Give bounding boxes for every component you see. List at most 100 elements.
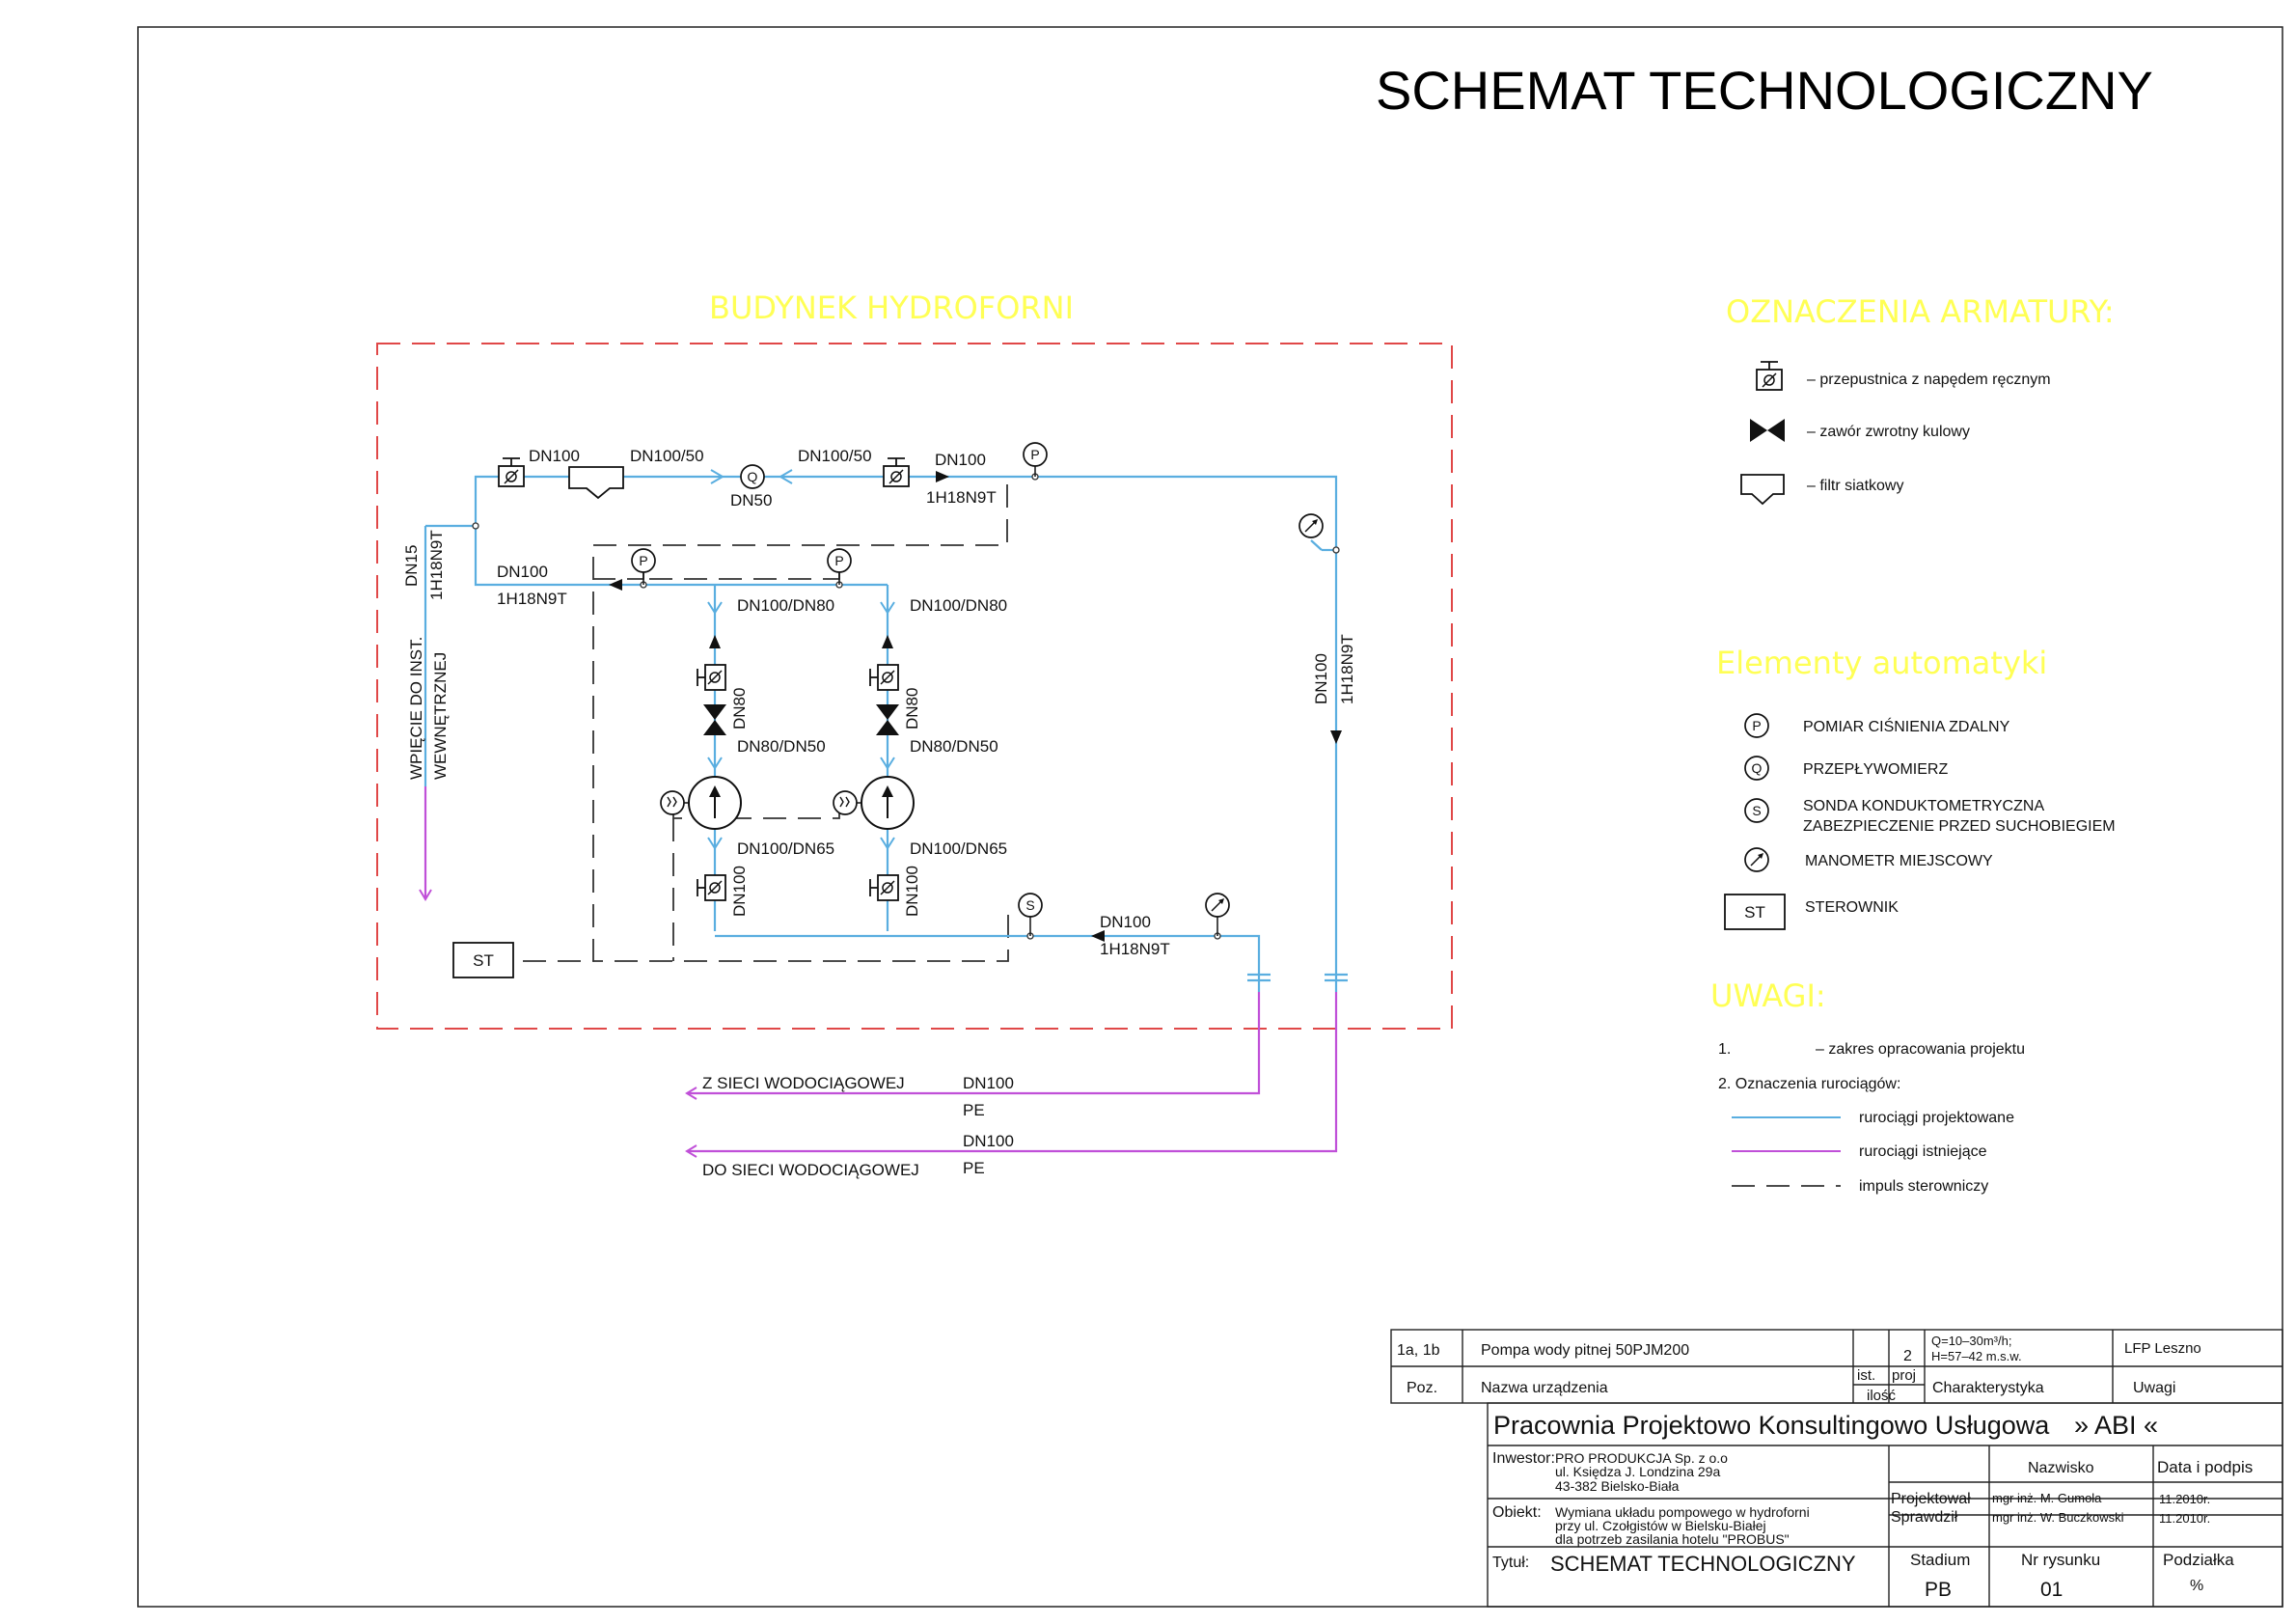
svg-text:1H18N9T: 1H18N9T xyxy=(427,530,446,600)
svg-text:PE: PE xyxy=(963,1101,985,1119)
svg-text:P: P xyxy=(639,553,647,568)
equipment-table-text: 1a, 1b Pompa wody pitnej 50PJM200 2 Q=10… xyxy=(1397,1334,2201,1404)
pump-icon xyxy=(688,776,742,830)
svg-text:01: 01 xyxy=(2040,1579,2063,1601)
gate-valve-icon xyxy=(1756,361,1783,391)
svg-text:Nazwa urządzenia: Nazwa urządzenia xyxy=(1481,1380,1608,1396)
svg-text:2. Oznaczenia rurociągów:: 2. Oznaczenia rurociągów: xyxy=(1718,1076,1900,1092)
svg-text:43-382 Bielsko-Biała: 43-382 Bielsko-Biała xyxy=(1555,1478,1680,1494)
svg-text:PRZEPŁYWOMIERZ: PRZEPŁYWOMIERZ xyxy=(1803,761,1948,778)
svg-text:11.2010r.: 11.2010r. xyxy=(2159,1492,2210,1506)
svg-text:Q: Q xyxy=(1752,760,1763,776)
svg-text:DN100: DN100 xyxy=(1100,913,1151,931)
svg-text:P: P xyxy=(834,553,843,568)
svg-text:PRO PRODUKCJA Sp. z o.o: PRO PRODUKCJA Sp. z o.o xyxy=(1555,1450,1728,1466)
svg-text:S: S xyxy=(1752,803,1761,818)
svg-text:DN100: DN100 xyxy=(529,447,580,465)
check-valve-icon xyxy=(876,704,899,735)
svg-text:WPIĘCIE DO INST.: WPIĘCIE DO INST. xyxy=(407,637,425,780)
svg-text:DN100/DN80: DN100/DN80 xyxy=(737,596,834,615)
svg-text:Z SIECI WODOCIĄGOWEJ: Z SIECI WODOCIĄGOWEJ xyxy=(702,1074,905,1092)
svg-text:– przepustnica z napędem ręczn: – przepustnica z napędem ręcznym xyxy=(1807,372,2051,388)
svg-text:ZABEZPIECZENIE PRZED SUCHOBIEG: ZABEZPIECZENIE PRZED SUCHOBIEGIEM xyxy=(1803,818,2116,835)
svg-text:DN100/50: DN100/50 xyxy=(630,447,704,465)
svg-text:rurociągi projektowane: rurociągi projektowane xyxy=(1859,1110,2014,1126)
flow-arrows xyxy=(609,471,1342,942)
svg-text:OZNACZENIA ARMATURY:: OZNACZENIA ARMATURY: xyxy=(1726,293,2115,330)
svg-text:UWAGI:: UWAGI: xyxy=(1710,977,1826,1014)
svg-text:dla potrzeb zasilania hotelu ": dla potrzeb zasilania hotelu "PROBUS" xyxy=(1555,1531,1790,1547)
svg-text:DN50: DN50 xyxy=(730,491,772,509)
building-outline xyxy=(376,343,1453,1030)
page-title: SCHEMAT TECHNOLOGICZNY xyxy=(1376,60,2153,121)
svg-text:P: P xyxy=(1030,447,1039,462)
existing-pipe-arrows xyxy=(419,889,697,1158)
check-valve-icon xyxy=(1750,419,1785,442)
svg-text:1H18N9T: 1H18N9T xyxy=(1100,940,1170,958)
legend-fittings: OZNACZENIA ARMATURY: – przepustnica z na… xyxy=(1726,293,2115,506)
svg-text:1a, 1b: 1a, 1b xyxy=(1397,1342,1440,1359)
gate-valve-icon xyxy=(869,874,899,901)
svg-text:STEROWNIK: STEROWNIK xyxy=(1805,899,1899,916)
svg-text:DN80/DN50: DN80/DN50 xyxy=(737,737,826,756)
svg-text:DN100: DN100 xyxy=(935,451,986,469)
pressure-symbol-icon: P xyxy=(1744,713,1769,738)
svg-text:1H18N9T: 1H18N9T xyxy=(497,590,567,608)
svg-text:DN100/DN80: DN100/DN80 xyxy=(910,596,1007,615)
svg-text:Stadium: Stadium xyxy=(1910,1551,1970,1569)
svg-text:DN100: DN100 xyxy=(903,866,921,917)
svg-text:Inwestor:: Inwestor: xyxy=(1492,1450,1555,1467)
svg-text:H=57–42 m.s.w.: H=57–42 m.s.w. xyxy=(1931,1349,2022,1363)
sheet-frame xyxy=(137,26,2283,1608)
pressure-transmitter-icon: P xyxy=(1023,442,1048,477)
conductivity-probe-icon: S xyxy=(1018,893,1043,936)
motor-icon xyxy=(660,790,685,815)
strainer-icon xyxy=(1740,474,1785,506)
svg-text:DN80: DN80 xyxy=(730,688,749,729)
title-block-text: Pracownia Projektowo Konsultingowo Usług… xyxy=(1492,1411,2253,1601)
pipe-junctions xyxy=(472,473,1340,940)
gate-valve-icon xyxy=(498,457,525,487)
svg-text:DN80/DN50: DN80/DN50 xyxy=(910,737,998,756)
svg-text:1H18N9T: 1H18N9T xyxy=(1338,634,1356,704)
svg-text:PE: PE xyxy=(963,1159,985,1177)
pump-icon xyxy=(861,776,915,830)
motor-icon xyxy=(833,790,858,815)
svg-text:Tytuł:: Tytuł: xyxy=(1492,1555,1529,1571)
svg-text:Q: Q xyxy=(748,469,758,484)
svg-text:Q=10–30m³/h;: Q=10–30m³/h; xyxy=(1931,1334,2011,1348)
building-label: BUDYNEK HYDROFORNI xyxy=(709,289,1074,326)
svg-text:2: 2 xyxy=(1903,1348,1912,1364)
legend-automation: Elementy automatyki P POMIAR CIŚNIENIA Z… xyxy=(1716,645,2116,930)
svg-text:przy ul. Czołgistów w Bielsku-: przy ul. Czołgistów w Bielsku-Białej xyxy=(1555,1518,1766,1533)
svg-text:DN100: DN100 xyxy=(497,563,548,581)
svg-text:Charakterystyka: Charakterystyka xyxy=(1932,1380,2044,1396)
controller-symbol-icon: ST xyxy=(1724,894,1786,930)
probe-symbol-icon: S xyxy=(1744,798,1769,823)
svg-text:SONDA KONDUKTOMETRYCZNA: SONDA KONDUKTOMETRYCZNA xyxy=(1803,798,2044,814)
gate-valve-icon xyxy=(697,664,726,691)
designed-pipes xyxy=(424,475,1338,992)
svg-text:Poz.: Poz. xyxy=(1407,1380,1437,1396)
impulse-lines xyxy=(513,484,1009,962)
svg-text:Wymiana układu pompowego w hyd: Wymiana układu pompowego w hydroforni xyxy=(1555,1504,1810,1520)
manometer-icon xyxy=(1744,847,1769,872)
svg-text:POMIAR CIŚNIENIA ZDALNY: POMIAR CIŚNIENIA ZDALNY xyxy=(1803,717,2010,735)
svg-text:DN100: DN100 xyxy=(963,1132,1014,1150)
svg-text:S: S xyxy=(1025,897,1034,913)
pressure-transmitter-icon: P xyxy=(631,548,656,585)
gate-valve-icon xyxy=(697,874,726,901)
svg-text:PB: PB xyxy=(1925,1579,1952,1601)
svg-text:11.2010r.: 11.2010r. xyxy=(2159,1511,2210,1526)
svg-text:Nr rysunku: Nr rysunku xyxy=(2021,1551,2100,1569)
svg-text:1H18N9T: 1H18N9T xyxy=(926,488,997,507)
svg-text:DN80: DN80 xyxy=(903,688,921,729)
controller-box: ST xyxy=(452,942,514,978)
svg-text:– zakres opracowania projektu: – zakres opracowania projektu xyxy=(1816,1041,2025,1058)
svg-text:Nazwisko: Nazwisko xyxy=(2028,1460,2094,1476)
manometer-icon xyxy=(1205,893,1230,936)
svg-text:DN15: DN15 xyxy=(402,545,421,587)
title-block xyxy=(1487,1402,2283,1608)
svg-text:P: P xyxy=(1752,718,1761,733)
svg-text:DN100: DN100 xyxy=(1312,653,1330,704)
